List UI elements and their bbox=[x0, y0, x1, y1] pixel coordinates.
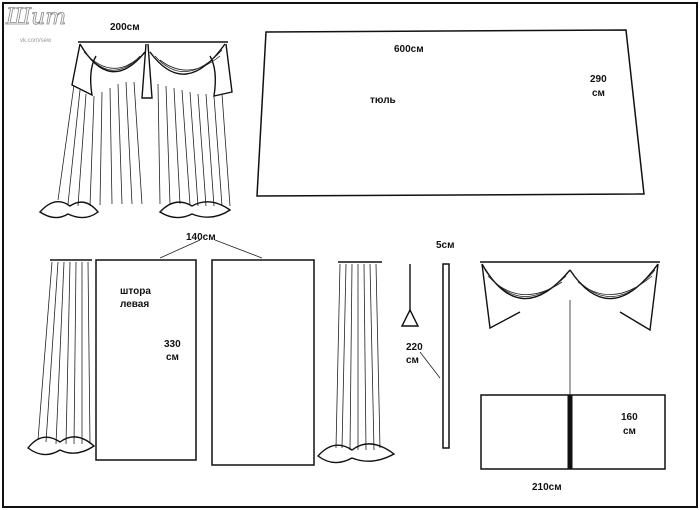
gathered-curtain-left bbox=[27, 259, 96, 456]
panel-name-line1: штора bbox=[120, 286, 151, 297]
panel-height-value: 330 bbox=[164, 339, 181, 350]
tulle-name-label: тюль bbox=[370, 95, 396, 106]
tie-strip: 5см 220 см bbox=[406, 240, 455, 449]
gathered-curtain-right bbox=[316, 261, 396, 464]
panel-name-line2: левая bbox=[120, 299, 149, 310]
tulle-height-value: 290 bbox=[590, 74, 607, 85]
tie-length-unit: см bbox=[406, 355, 419, 366]
watermark-logo: Шит vk.com/sew bbox=[5, 5, 67, 44]
tulle-piece: 600см 290 см тюль bbox=[256, 29, 645, 197]
valance-piece: 160 см 210см bbox=[480, 394, 666, 493]
curtain-illustration: 200см bbox=[38, 22, 233, 219]
watermark-text: Шит bbox=[5, 5, 66, 30]
valance-rectangle bbox=[480, 394, 666, 470]
valance-height-unit: см bbox=[623, 426, 636, 437]
valance-swag-illustration bbox=[480, 261, 660, 395]
panel-width-bracket: 140см bbox=[159, 232, 263, 259]
watermark-subtext: vk.com/sew bbox=[20, 38, 52, 44]
tie-back-illustration bbox=[400, 264, 420, 327]
left-panel-rectangle bbox=[95, 259, 197, 461]
panel-height-unit: см bbox=[166, 352, 179, 363]
tulle-width-label: 600см bbox=[394, 44, 424, 55]
tulle-rectangle bbox=[256, 29, 645, 197]
curtain-width-top-label: 200см bbox=[110, 22, 140, 33]
tulle-height-unit: см bbox=[592, 88, 605, 99]
panel-width-label: 140см bbox=[186, 232, 216, 243]
tie-length-value: 220 bbox=[406, 342, 423, 353]
right-panel-rectangle bbox=[211, 259, 315, 466]
tie-width-label: 5см bbox=[436, 240, 455, 251]
valance-width-label: 210см bbox=[532, 482, 562, 493]
tie-strip-rectangle bbox=[442, 263, 450, 449]
left-curtain-panel: штора левая 330 см bbox=[95, 259, 197, 461]
valance-height-value: 160 bbox=[621, 412, 638, 423]
